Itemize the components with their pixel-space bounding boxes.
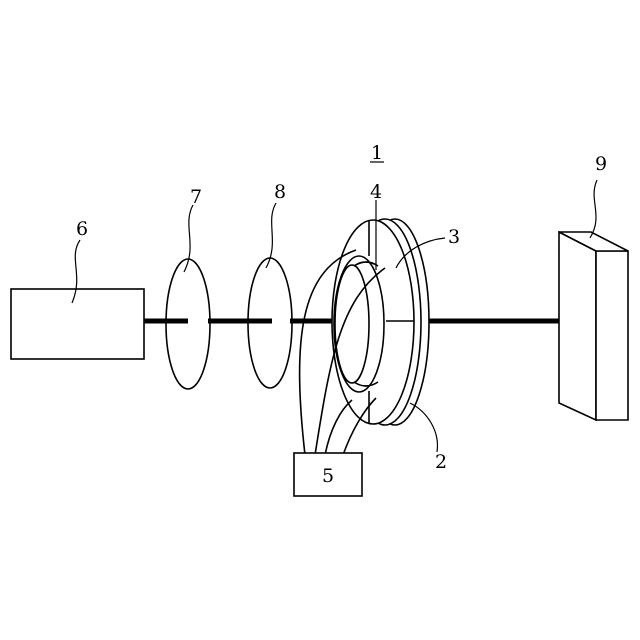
target-block (559, 232, 628, 420)
label-ring: 3 (448, 226, 460, 248)
label-aperture: 4 (370, 181, 382, 203)
label-lens-a: 7 (190, 186, 202, 208)
label-coil: 2 (435, 451, 447, 473)
label-controller: 5 (322, 465, 334, 487)
label-lens-b: 8 (274, 181, 286, 203)
ring-assembly (332, 219, 429, 425)
label-source: 6 (76, 218, 88, 240)
source-box (11, 289, 144, 359)
label-target: 9 (595, 153, 607, 175)
lens-7 (166, 259, 210, 389)
label-device: 1 (371, 142, 383, 164)
